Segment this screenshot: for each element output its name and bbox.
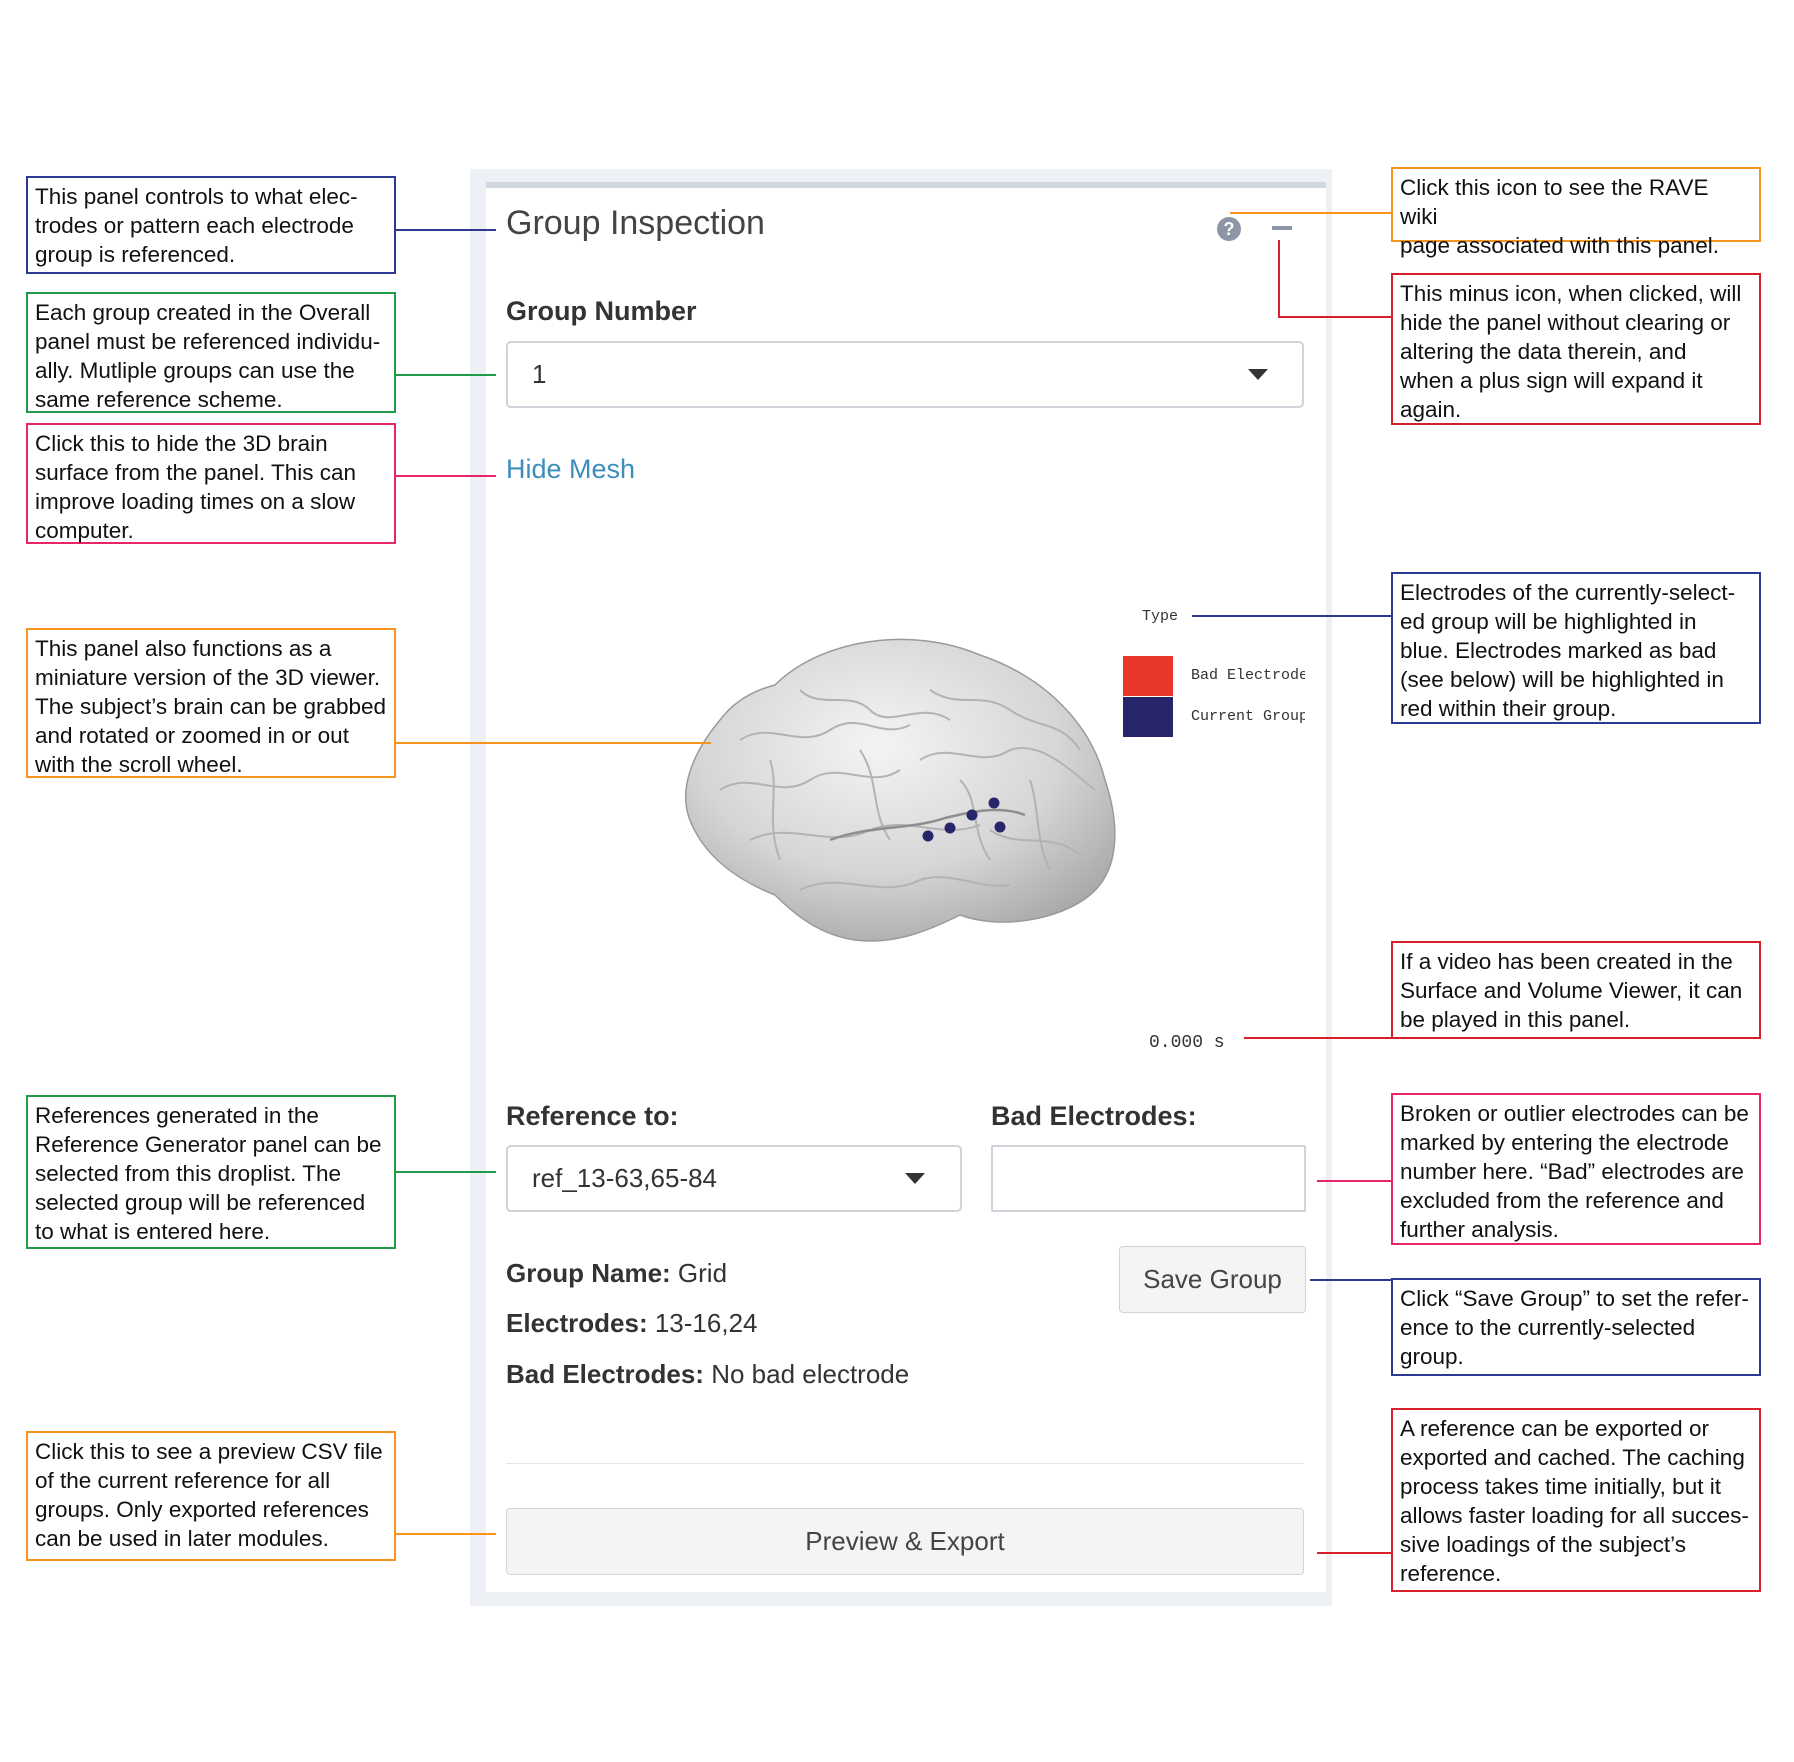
help-icon[interactable]: ?	[1217, 217, 1241, 241]
reference-value: ref_13-63,65-84	[532, 1163, 718, 1193]
annotation-electrode-colors: Electrodes of the currently-select-ed gr…	[1391, 572, 1761, 724]
group-number-label: Group Number	[506, 296, 697, 326]
legend-label-bad: Bad Electrode	[1191, 667, 1305, 684]
connector-line	[1278, 316, 1391, 318]
video-time-label[interactable]: 0.000 s	[1149, 1033, 1225, 1053]
connector-line	[396, 374, 496, 376]
connector-line	[1317, 1552, 1391, 1554]
group-number-value: 1	[532, 359, 547, 389]
connector-line	[1244, 1037, 1391, 1039]
connector-line	[396, 229, 496, 231]
panel-title: Group Inspection	[506, 204, 765, 242]
bad-electrodes-label: Bad Electrodes:	[991, 1101, 1197, 1131]
preview-export-button[interactable]: Preview & Export	[506, 1508, 1304, 1575]
annotation-panel-controls: This panel controls to what elec-trodes …	[26, 176, 396, 274]
electrodes-info: Electrodes: 13-16,24	[506, 1308, 758, 1338]
connector-line	[396, 742, 711, 744]
reference-select[interactable]: ref_13-63,65-84	[506, 1145, 962, 1212]
divider	[506, 1463, 1304, 1464]
connector-line	[1317, 1180, 1391, 1182]
collapse-minus-icon[interactable]	[1272, 226, 1292, 230]
annotation-save-group: Click “Save Group” to set the refer-ence…	[1391, 1278, 1761, 1376]
bad-electrodes-input[interactable]	[991, 1145, 1306, 1212]
connector-line	[396, 1171, 496, 1173]
chevron-down-icon	[1248, 369, 1268, 380]
connector-line	[1278, 240, 1280, 317]
group-name-info: Group Name: Grid	[506, 1258, 728, 1288]
connector-line	[396, 1533, 496, 1535]
bad-electrodes-info: Bad Electrodes: No bad electrode	[506, 1359, 910, 1389]
connector-line	[1192, 615, 1391, 617]
group-number-select[interactable]: 1	[506, 341, 1304, 408]
connector-line	[396, 475, 496, 477]
legend-swatch-bad	[1123, 656, 1173, 696]
chevron-down-icon	[905, 1173, 925, 1184]
brain-mesh[interactable]	[680, 630, 1130, 950]
hide-mesh-link[interactable]: Hide Mesh	[506, 454, 636, 484]
reference-to-label: Reference to:	[506, 1101, 679, 1131]
legend-label-current: Current Group	[1191, 708, 1305, 725]
connector-line	[1310, 1279, 1391, 1281]
connector-line	[1230, 212, 1391, 214]
legend-swatch-current	[1123, 697, 1173, 737]
legend-title: Type	[1142, 608, 1179, 625]
save-group-button[interactable]: Save Group	[1119, 1246, 1306, 1313]
